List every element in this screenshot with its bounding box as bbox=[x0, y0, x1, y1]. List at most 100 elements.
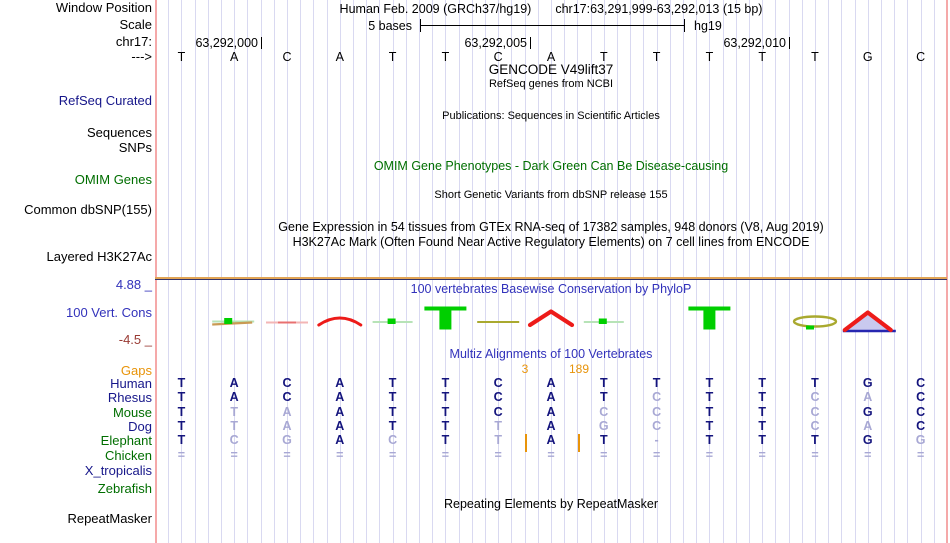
alignment-cell: = bbox=[388, 448, 397, 462]
scale-value: 5 bases bbox=[368, 19, 412, 33]
alignment-cell: T bbox=[705, 419, 714, 433]
alignment-cell: T bbox=[441, 390, 450, 404]
species-label-x_tropicalis[interactable]: X_tropicalis bbox=[84, 463, 152, 478]
window-left-edge-line bbox=[155, 0, 157, 543]
conservation-mark bbox=[224, 318, 233, 324]
gridline bbox=[313, 0, 315, 543]
alignment-cell: C bbox=[916, 390, 926, 404]
omim-title[interactable]: OMIM Gene Phenotypes - Dark Green Can Be… bbox=[373, 159, 729, 173]
alignment-cell: T bbox=[599, 390, 608, 404]
alignment-cell: C bbox=[282, 390, 292, 404]
gridline bbox=[234, 0, 236, 543]
alignment-cell: T bbox=[177, 405, 186, 419]
alignment-cell: C bbox=[652, 405, 662, 419]
gridline bbox=[815, 0, 816, 543]
publications-title[interactable]: Publications: Sequences in Scientific Ar… bbox=[442, 110, 660, 122]
track-label-snps[interactable]: SNPs bbox=[118, 140, 152, 155]
alignment-cell: G bbox=[862, 433, 873, 447]
species-label-rhesus[interactable]: Rhesus bbox=[107, 390, 152, 405]
track-label-repeatmasker[interactable]: RepeatMasker bbox=[67, 511, 152, 526]
alignment-cell: T bbox=[177, 419, 186, 433]
alignment-cell: C bbox=[493, 390, 503, 404]
alignment-cell: = bbox=[811, 448, 819, 462]
base-letter: T bbox=[811, 50, 819, 64]
gridline bbox=[643, 0, 645, 543]
track-label-common-dbsnp[interactable]: Common dbSNP(155) bbox=[24, 202, 152, 217]
base-letter: C bbox=[916, 50, 926, 64]
scale-label: Scale bbox=[119, 17, 152, 32]
alignment-cell: T bbox=[441, 376, 450, 390]
alignment-cell: A bbox=[229, 376, 239, 390]
gridline bbox=[630, 0, 632, 543]
base-letter: A bbox=[335, 50, 344, 64]
gridline bbox=[537, 0, 539, 543]
h3k27ac-title[interactable]: H3K27Ac Mark (Often Found Near Active Re… bbox=[292, 235, 810, 249]
alignment-cell: C bbox=[916, 419, 926, 433]
alignment-cell: A bbox=[546, 433, 556, 447]
alignment-cell: T bbox=[177, 433, 186, 447]
base-letter: A bbox=[546, 50, 556, 64]
track-label-omim-genes[interactable]: OMIM Genes bbox=[74, 172, 152, 187]
phylop-title[interactable]: 100 vertebrates Basewise Conservation by… bbox=[410, 282, 692, 296]
alignment-cell: C bbox=[229, 433, 239, 447]
gridline bbox=[524, 0, 526, 543]
alignment-cell: C bbox=[493, 376, 503, 390]
gridline bbox=[669, 0, 671, 543]
gridline bbox=[590, 0, 592, 543]
insertion-marker bbox=[525, 434, 527, 452]
multiz-title[interactable]: Multiz Alignments of 100 Vertebrates bbox=[449, 347, 653, 361]
gridline bbox=[392, 0, 394, 543]
gridline bbox=[894, 0, 896, 543]
genome-label: hg19 bbox=[694, 19, 722, 33]
alignment-cell: A bbox=[282, 419, 292, 433]
alignment-cell: A bbox=[863, 390, 873, 404]
alignment-gaps-label[interactable]: Gaps bbox=[120, 363, 152, 378]
gridline bbox=[273, 0, 275, 543]
alignment-cell: = bbox=[758, 448, 766, 462]
gridline bbox=[696, 0, 698, 543]
coordinate-tick bbox=[789, 37, 790, 49]
alignment-cell: T bbox=[230, 405, 238, 419]
coordinate-tick bbox=[530, 37, 531, 49]
alignment-cell: = bbox=[441, 448, 450, 462]
gridline bbox=[326, 0, 328, 543]
alignment-cell: A bbox=[335, 433, 345, 447]
alignment-cell: A bbox=[335, 405, 345, 419]
gtex-title[interactable]: Gene Expression in 54 tissues from GTEx … bbox=[278, 220, 824, 234]
gridline bbox=[498, 0, 500, 543]
alignment-cell: C bbox=[916, 405, 926, 419]
species-label-elephant[interactable]: Elephant bbox=[100, 433, 152, 448]
species-label-dog[interactable]: Dog bbox=[128, 419, 152, 434]
refseq-subtitle[interactable]: RefSeq genes from NCBI bbox=[488, 78, 614, 90]
species-label-human[interactable]: Human bbox=[110, 376, 152, 391]
gridline bbox=[168, 0, 170, 543]
dbsnp-title[interactable]: Short Genetic Variants from dbSNP releas… bbox=[434, 189, 668, 201]
gridline bbox=[405, 0, 407, 543]
alignment-cell: T bbox=[388, 376, 397, 390]
scale-bar-left-tick bbox=[420, 19, 421, 32]
gridline bbox=[854, 0, 856, 543]
alignment-cell: T bbox=[758, 390, 766, 404]
repeatmasker-title[interactable]: Repeating Elements by RepeatMasker bbox=[443, 497, 658, 511]
gridline bbox=[471, 0, 473, 543]
alignment-cell: T bbox=[705, 433, 714, 447]
track-label-100-vert-cons[interactable]: 100 Vert. Cons bbox=[66, 305, 152, 320]
gridline bbox=[247, 0, 249, 543]
scale-bar-right-tick bbox=[684, 19, 685, 32]
coordinate-label: 63,292,005 bbox=[464, 36, 527, 50]
track-label-layered-h3k27ac[interactable]: Layered H3K27Ac bbox=[46, 249, 152, 264]
gridline bbox=[841, 0, 843, 543]
base-letter: T bbox=[705, 50, 714, 64]
gencode-title[interactable]: GENCODE V49lift37 bbox=[488, 62, 614, 77]
track-label-refseq-curated[interactable]: RefSeq Curated bbox=[58, 93, 152, 108]
alignment-cell: T bbox=[758, 376, 766, 390]
species-label-mouse[interactable]: Mouse bbox=[112, 405, 152, 420]
alignment-cell: T bbox=[177, 376, 186, 390]
gridline bbox=[722, 0, 724, 543]
species-label-chicken[interactable]: Chicken bbox=[105, 448, 152, 463]
species-label-zebrafish[interactable]: Zebrafish bbox=[97, 481, 152, 496]
position-title: chr17:63,291,999-63,292,013 (15 bp) bbox=[555, 2, 763, 16]
track-label-sequences[interactable]: Sequences bbox=[86, 125, 152, 140]
gridline bbox=[749, 0, 750, 543]
